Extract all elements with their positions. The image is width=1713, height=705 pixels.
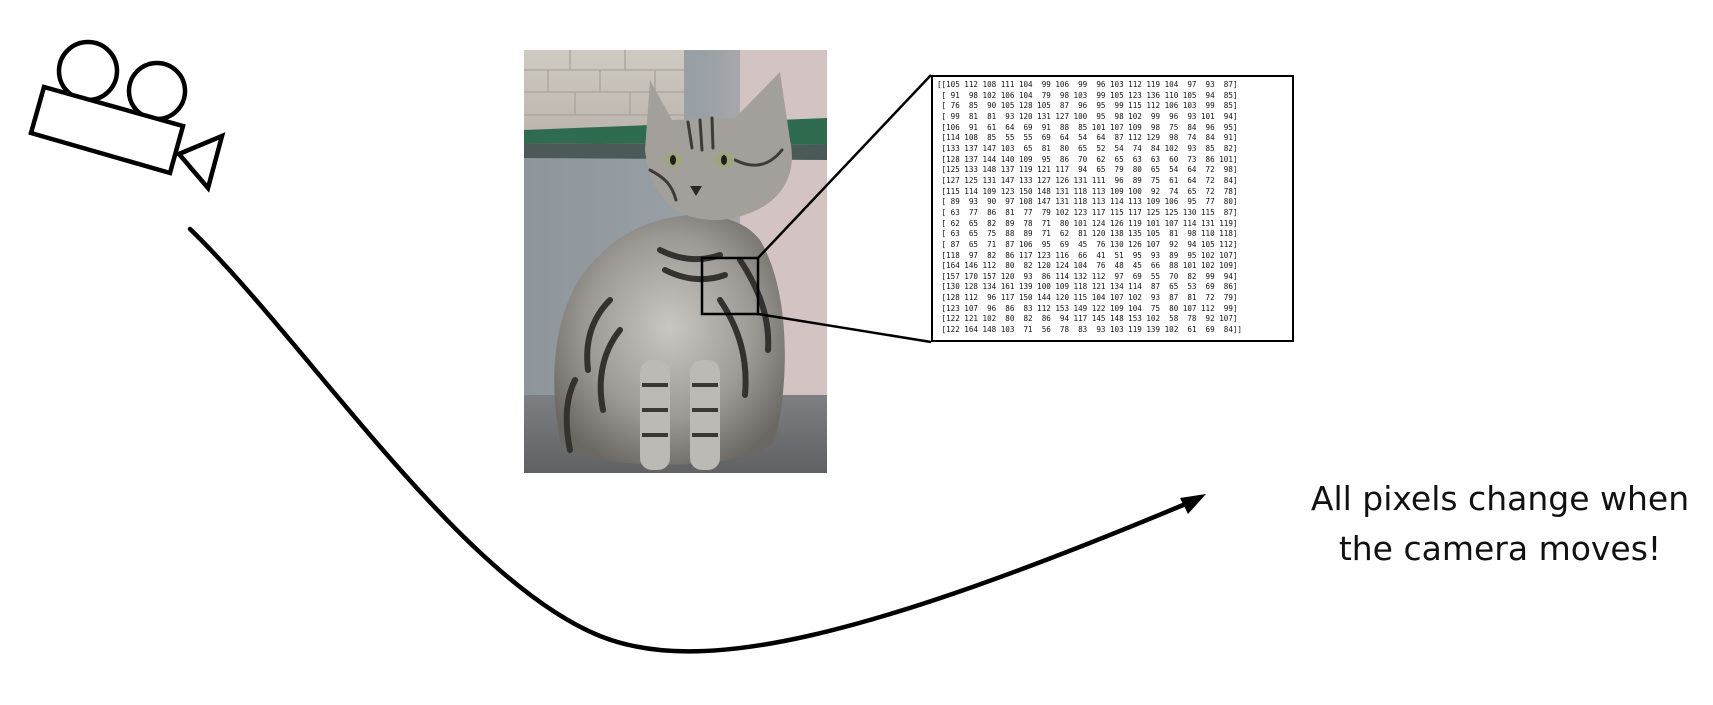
- zoom-connector-top: [757, 74, 932, 259]
- matrix-row: [128 137 144 140 109 95 86 70 62 65 63 6…: [937, 154, 1238, 164]
- camera-reel-back: [126, 60, 188, 122]
- matrix-row: [106 91 61 64 69 91 88 85 101 107 109 98…: [937, 122, 1238, 132]
- matrix-row: [130 128 134 161 139 100 109 118 121 134…: [937, 282, 1238, 292]
- matrix-row: [118 97 82 86 117 123 116 66 41 51 95 93…: [937, 250, 1238, 260]
- caption-line-1: All pixels change when: [1310, 479, 1690, 518]
- camera-lens: [175, 132, 226, 193]
- arrow-head: [1180, 494, 1206, 514]
- caption: All pixels change when the camera moves!: [1290, 474, 1710, 574]
- matrix-row: [164 146 112 80 82 120 124 104 76 48 45 …: [937, 261, 1238, 271]
- camera-motion-arrow: [187, 226, 1206, 654]
- matrix-row: [ 99 81 81 93 120 131 127 100 95 98 102 …: [937, 111, 1238, 121]
- matrix-row: [[105 112 108 111 104 99 106 99 96 103 1…: [937, 80, 1238, 89]
- matrix-row: [133 137 147 103 65 81 80 65 52 54 74 84…: [937, 143, 1238, 153]
- matrix-row: [115 114 109 123 150 148 131 118 113 109…: [937, 186, 1238, 196]
- matrix-row: [123 107 96 86 83 112 153 149 122 109 10…: [937, 303, 1238, 313]
- camera-reel-front: [56, 39, 120, 103]
- camera-motion-path: [187, 226, 1191, 654]
- zoom-connector-bottom: [757, 312, 932, 344]
- matrix-row: [ 87 65 71 87 106 95 69 45 76 130 126 10…: [937, 239, 1238, 249]
- matrix-row: [157 170 157 120 93 86 114 132 112 97 69…: [937, 271, 1238, 281]
- matrix-row: [ 76 85 90 105 128 105 87 96 95 99 115 1…: [937, 101, 1238, 111]
- cat-photo: [524, 50, 827, 473]
- zoom-region-box: [700, 256, 760, 316]
- matrix-row: [127 125 131 147 133 127 126 131 111 96 …: [937, 175, 1238, 185]
- matrix-row: [ 63 77 86 81 77 79 102 123 117 115 117 …: [937, 207, 1238, 217]
- matrix-row: [122 164 148 103 71 56 78 83 93 103 119 …: [937, 325, 1242, 335]
- matrix-row: [ 62 65 82 89 78 71 80 101 124 126 119 1…: [937, 218, 1238, 228]
- pixel-matrix: [[105 112 108 111 104 99 106 99 96 103 1…: [931, 75, 1294, 342]
- matrix-row: [ 89 93 90 97 108 147 131 118 113 114 11…: [937, 197, 1238, 207]
- matrix-row: [128 112 96 117 150 144 120 115 104 107 …: [937, 293, 1238, 303]
- matrix-row: [ 63 65 75 88 89 71 62 81 120 138 135 10…: [937, 229, 1238, 239]
- caption-line-2: the camera moves!: [1338, 529, 1662, 568]
- camera-body: [28, 84, 186, 176]
- matrix-row: [125 133 148 137 119 121 117 94 65 79 80…: [937, 165, 1238, 175]
- matrix-row: [122 121 102 80 82 86 94 117 145 148 153…: [937, 314, 1238, 324]
- matrix-row: [114 108 85 55 55 69 64 54 64 87 112 129…: [937, 133, 1238, 143]
- matrix-row: [ 91 98 102 106 104 79 98 103 99 105 123…: [937, 90, 1238, 100]
- video-camera-icon: [28, 39, 226, 193]
